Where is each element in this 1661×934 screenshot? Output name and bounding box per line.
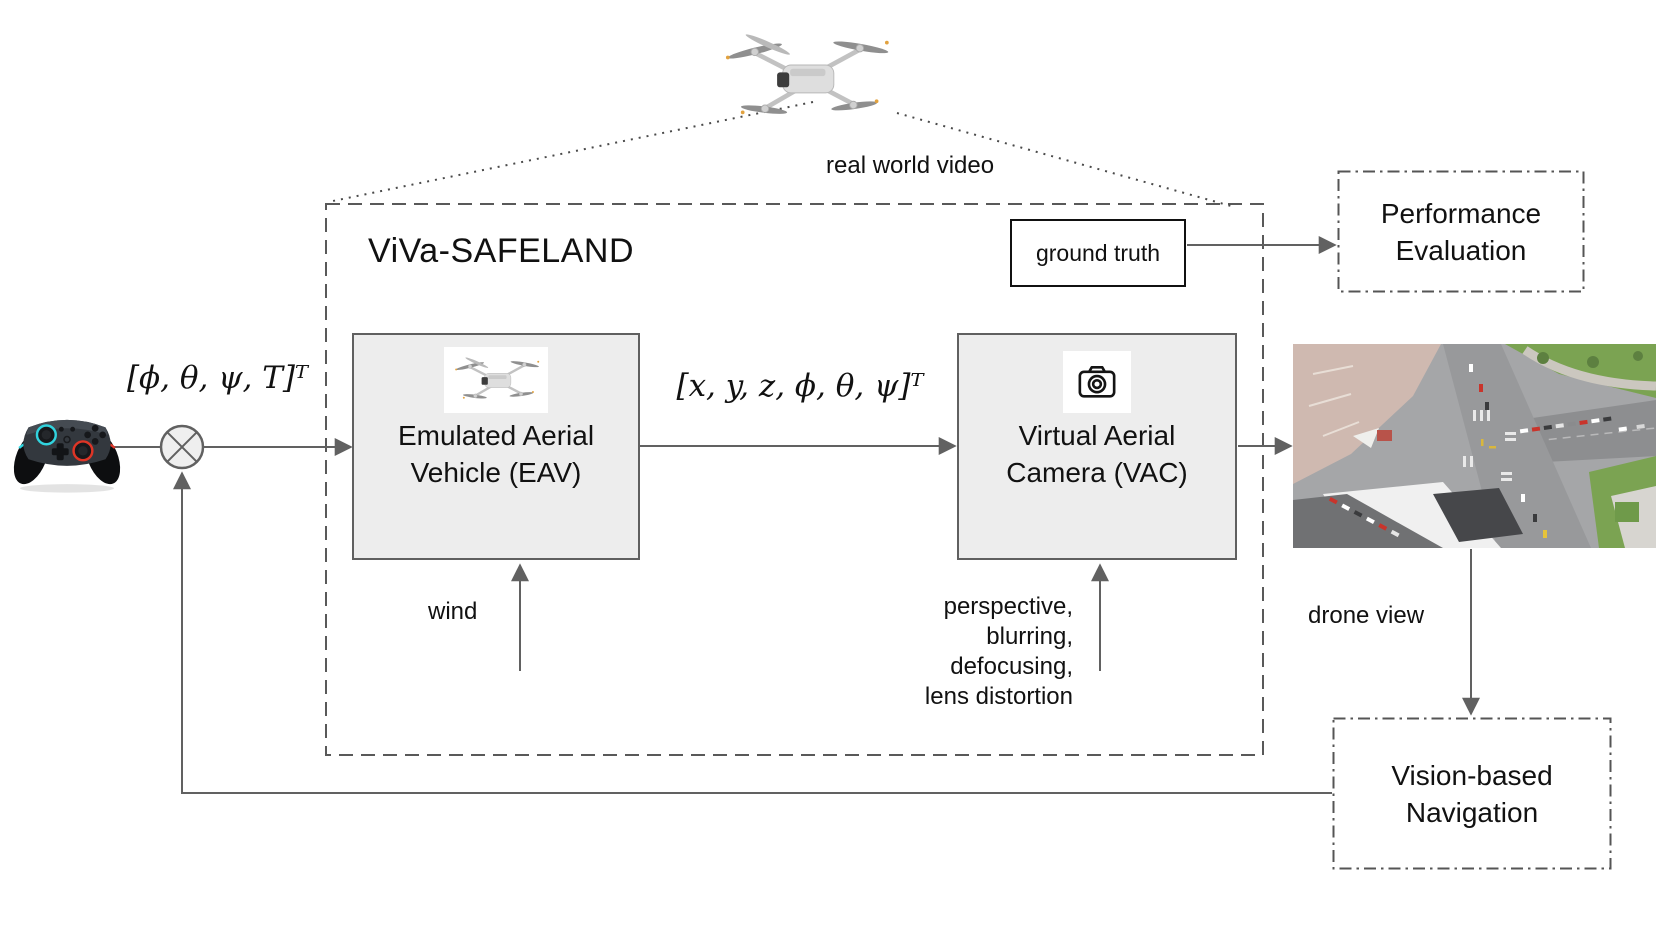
game-controller-image bbox=[13, 419, 121, 493]
multiply-junction-icon bbox=[159, 424, 205, 470]
camera-icon bbox=[1063, 351, 1131, 413]
vision-based-navigation-label: Vision-based Navigation bbox=[1391, 759, 1553, 828]
feedback-loop-line bbox=[173, 471, 1332, 794]
vac-box: Virtual Aerial Camera (VAC) bbox=[957, 333, 1237, 560]
ground-truth-box: ground truth bbox=[1010, 219, 1186, 287]
performance-evaluation-label: Performance Evaluation bbox=[1380, 197, 1542, 266]
state-vector-label: [x, y, z, ϕ, θ, ψ]ᵀ bbox=[676, 368, 924, 404]
eav-label: Emulated Aerial Vehicle (EAV) bbox=[397, 420, 595, 488]
drone-view-label: drone view bbox=[1308, 602, 1425, 629]
performance-evaluation-box: Performance Evaluation bbox=[1337, 170, 1585, 293]
dash-dot-border bbox=[1332, 717, 1612, 870]
ground-truth-label: ground truth bbox=[1035, 239, 1161, 266]
real-world-video-label: real world video bbox=[826, 152, 995, 179]
eav-drone-icon bbox=[444, 347, 548, 413]
vision-based-navigation-box: Vision-based Navigation bbox=[1332, 717, 1612, 870]
wind-label: wind bbox=[428, 598, 478, 625]
vac-label: Virtual Aerial Camera (VAC) bbox=[1006, 420, 1188, 488]
system-title: ViVa-SAFELAND bbox=[368, 232, 634, 270]
camera-effects-label: perspective, blurring, defocusing, lens … bbox=[924, 593, 1073, 710]
dash-dot-border bbox=[1337, 170, 1585, 293]
eav-box: Emulated Aerial Vehicle (EAV) bbox=[352, 333, 640, 560]
viva-safeland-boundary bbox=[325, 203, 1264, 756]
dotted-link-right bbox=[896, 112, 1232, 207]
input-vector-label: [ϕ, θ, ψ, T]ᵀ bbox=[126, 360, 309, 396]
drone-view-image bbox=[1293, 344, 1656, 548]
drone-image bbox=[712, 22, 898, 134]
